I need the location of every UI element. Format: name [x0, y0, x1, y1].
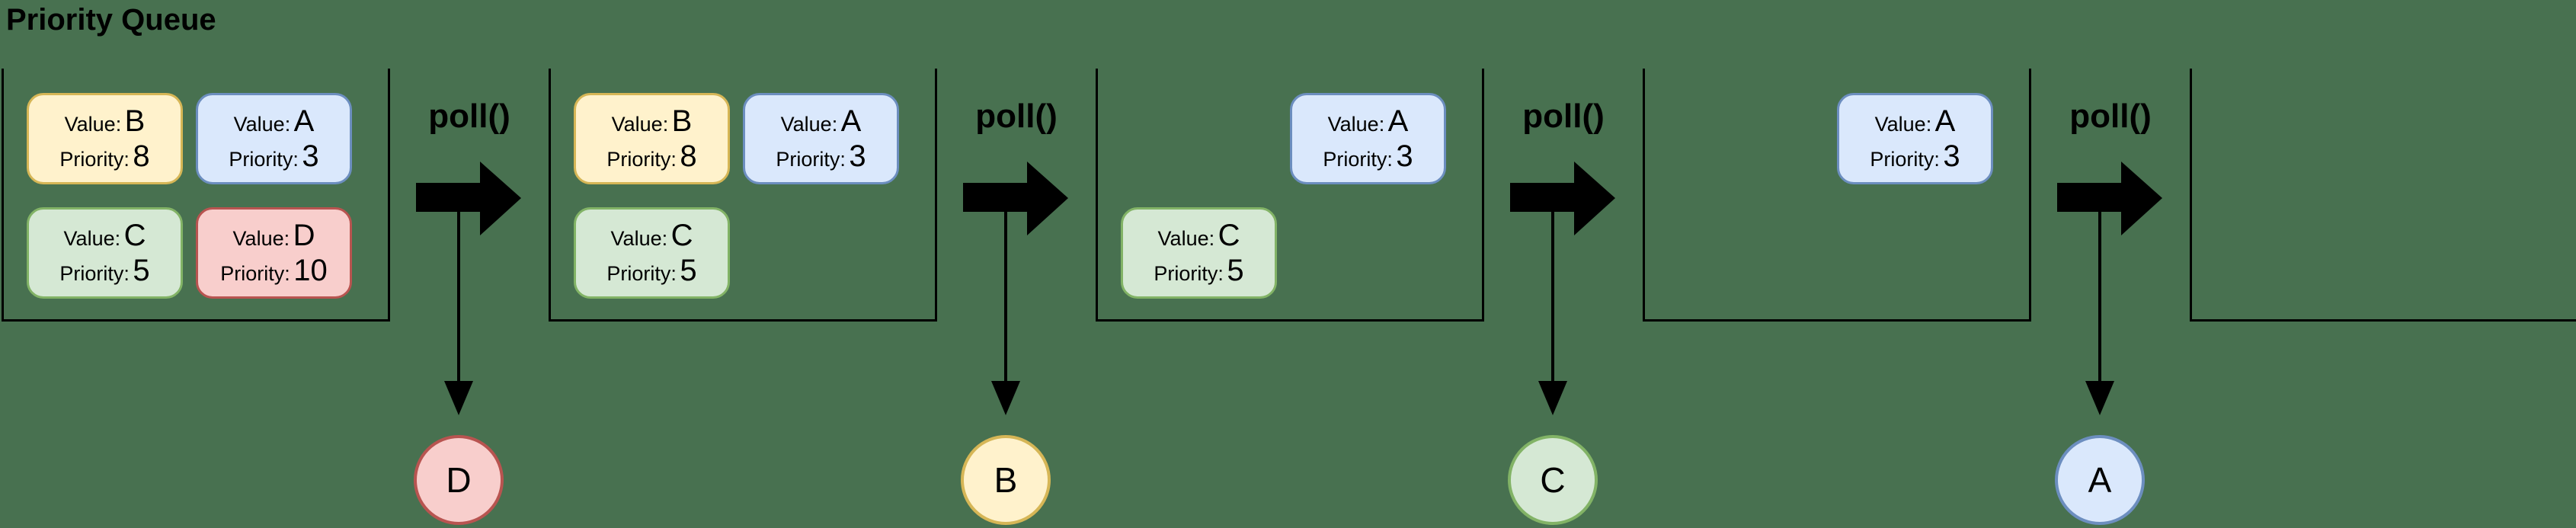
card-value-line: Value: D	[233, 219, 315, 251]
poll-label: poll()	[975, 98, 1058, 135]
poll-result-value: A	[2088, 460, 2112, 500]
card-priority-line: Priority: 3	[1870, 140, 1960, 172]
card-priority-label: Priority:	[1323, 148, 1393, 171]
card-priority-label: Priority:	[220, 262, 290, 285]
poll-down-arrow-icon	[989, 204, 1022, 421]
queue-box-state-5	[2190, 69, 2576, 322]
card-value-label: Value:	[611, 113, 669, 136]
card-value: A	[1387, 104, 1409, 138]
card-priority-value: 8	[133, 139, 150, 173]
poll-label: poll()	[2069, 98, 2152, 135]
card-priority-line: Priority: 8	[59, 140, 149, 172]
card-priority-value: 5	[1227, 254, 1244, 287]
card-value-line: Value: B	[612, 105, 693, 137]
card-value: B	[124, 104, 146, 138]
poll-result-value: C	[1540, 460, 1566, 500]
card-priority-line: Priority: 5	[1154, 254, 1243, 286]
poll-label: poll()	[1522, 98, 1605, 135]
card-value-label: Value:	[780, 113, 838, 136]
card-priority-value: 10	[293, 254, 328, 287]
card-priority-line: Priority: 3	[776, 140, 866, 172]
card-value-line: Value: A	[1328, 105, 1409, 137]
card-priority-line: Priority: 5	[59, 254, 149, 286]
card-priority-label: Priority:	[1870, 148, 1940, 171]
card-value-label: Value:	[1327, 113, 1385, 136]
card-priority-label: Priority:	[229, 148, 299, 171]
poll-down-arrow-icon	[442, 204, 475, 421]
card-priority-line: Priority: 8	[606, 140, 696, 172]
card-value-line: Value: A	[781, 105, 862, 137]
card-value-label: Value:	[1157, 227, 1215, 250]
card-priority-label: Priority:	[606, 262, 677, 285]
poll-right-arrow-icon	[1510, 160, 1617, 240]
card-value-line: Value: A	[1875, 105, 1956, 137]
poll-result-value: D	[446, 460, 472, 500]
card-value-line: Value: C	[611, 219, 693, 251]
card-priority-line: Priority: 3	[1323, 140, 1413, 172]
card-value-label: Value:	[232, 227, 290, 250]
card-value-line: Value: A	[234, 105, 315, 137]
card-value: A	[293, 104, 315, 138]
card-priority-label: Priority:	[1154, 262, 1224, 285]
poll-down-arrow-icon	[1536, 204, 1570, 421]
card-priority-value: 5	[133, 254, 150, 287]
poll-result-value: B	[994, 460, 1018, 500]
card-value-line: Value: C	[64, 219, 146, 251]
card-value: A	[840, 104, 862, 138]
card-priority-value: 3	[849, 139, 866, 173]
card-value-label: Value:	[1874, 113, 1932, 136]
card-value: A	[1934, 104, 1956, 138]
card-value: C	[670, 219, 693, 252]
card-priority-line: Priority: 3	[229, 140, 318, 172]
card-priority-value: 3	[1943, 139, 1960, 173]
card-value-label: Value:	[63, 227, 121, 250]
poll-right-arrow-icon	[416, 160, 523, 240]
card-value-label: Value:	[610, 227, 668, 250]
card-priority-line: Priority: 10	[220, 254, 327, 286]
card-value: B	[671, 104, 693, 138]
card-value: D	[293, 219, 315, 252]
card-priority-line: Priority: 5	[606, 254, 696, 286]
card-priority-value: 3	[1396, 139, 1413, 173]
card-priority-label: Priority:	[776, 148, 846, 171]
poll-result-circle: C	[1508, 435, 1598, 525]
card-value-label: Value:	[233, 113, 291, 136]
card-value: C	[123, 219, 146, 252]
poll-result-circle: A	[2055, 435, 2145, 525]
poll-result-circle: D	[414, 435, 504, 525]
poll-right-arrow-icon	[2057, 160, 2164, 240]
card-value-line: Value: C	[1158, 219, 1240, 251]
poll-right-arrow-icon	[963, 160, 1070, 240]
card-priority-label: Priority:	[59, 262, 130, 285]
card-value-line: Value: B	[65, 105, 146, 137]
poll-down-arrow-icon	[2083, 204, 2117, 421]
card-priority-label: Priority:	[59, 148, 130, 171]
card-value: C	[1218, 219, 1240, 252]
card-priority-value: 8	[680, 139, 697, 173]
diagram-title: Priority Queue	[6, 3, 216, 37]
card-value-label: Value:	[64, 113, 122, 136]
card-priority-value: 3	[302, 139, 319, 173]
card-priority-label: Priority:	[606, 148, 677, 171]
card-priority-value: 5	[680, 254, 697, 287]
poll-result-circle: B	[961, 435, 1051, 525]
poll-label: poll()	[428, 98, 510, 135]
